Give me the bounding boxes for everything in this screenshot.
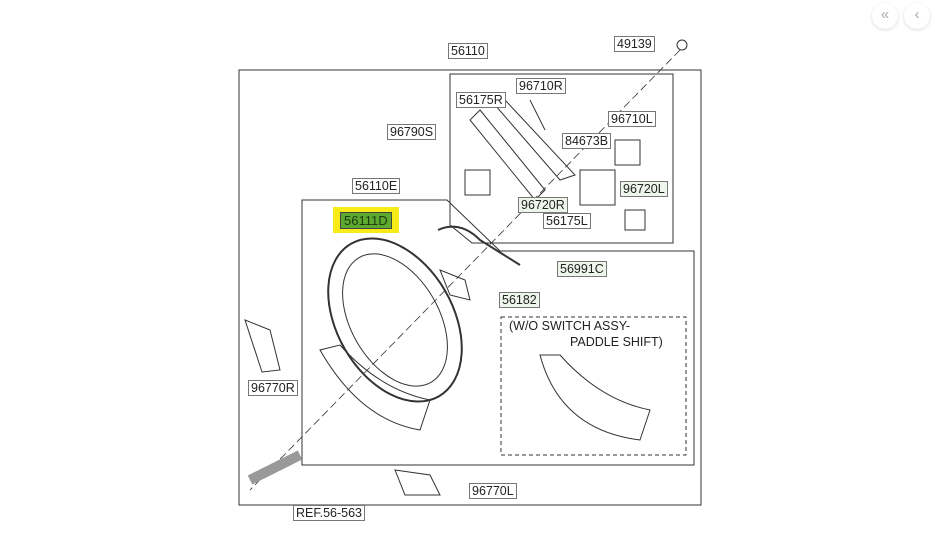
part-96790S[interactable]: 96790S (387, 124, 437, 140)
part-84673B[interactable]: 84673B (562, 133, 612, 149)
part-56991C[interactable]: 56991C (557, 261, 607, 277)
part-96770L[interactable]: 96770L (469, 483, 517, 499)
steering-wheel-rim (327, 237, 463, 403)
outer-frame (238, 69, 702, 506)
part-56175R[interactable]: 56175R (456, 92, 506, 108)
switch-assembly-frame (449, 73, 674, 244)
note-line-2: PADDLE SHIFT) (570, 335, 663, 349)
part-96710R[interactable]: 96710R (516, 78, 566, 94)
clip (439, 269, 471, 301)
part-56111D-highlight[interactable]: 56111D (333, 207, 399, 233)
optional-frame (500, 316, 687, 456)
part-56111D[interactable]: 56111D (340, 212, 392, 229)
paddle-l (394, 469, 441, 496)
paddle-r (244, 319, 281, 373)
part-56182[interactable]: 56182 (499, 292, 540, 308)
wire (437, 225, 521, 266)
first-page-button[interactable]: « (872, 3, 898, 29)
part-96720R[interactable]: 96720R (518, 197, 568, 213)
part-96710L[interactable]: 96710L (608, 111, 656, 127)
wheel-cover (319, 344, 431, 431)
wheel-cover-alt (539, 354, 651, 441)
part-56175L[interactable]: 56175L (543, 213, 591, 229)
part-96770R[interactable]: 96770R (248, 380, 298, 396)
part-96720L[interactable]: 96720L (620, 181, 668, 197)
ref-56-563[interactable]: REF.56-563 (293, 505, 366, 521)
part-56110E[interactable]: 56110E (352, 178, 401, 194)
previous-page-button[interactable]: ‹ (904, 3, 930, 29)
wheel-frame (301, 199, 695, 466)
part-56110[interactable]: 56110 (448, 43, 488, 59)
note-line-1: (W/O SWITCH ASSY- (509, 319, 631, 333)
part-49139[interactable]: 49139 (614, 36, 655, 52)
